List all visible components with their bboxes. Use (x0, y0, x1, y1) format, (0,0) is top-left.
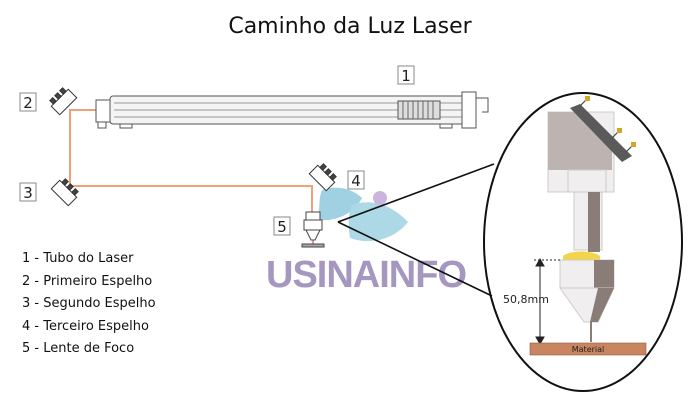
tube-coil-windings (402, 101, 434, 119)
legend-item: 5 - Lente de Foco (22, 341, 135, 357)
tube-mount-left (97, 121, 107, 129)
tube-end-left (95, 99, 111, 123)
label-3: 3 (23, 184, 33, 202)
laser-tube (95, 91, 489, 129)
watermark-text: USINAINFO (266, 254, 466, 296)
label-5-box (273, 216, 291, 236)
tube-terminal (476, 97, 489, 113)
nozzle-shade (594, 260, 614, 288)
callout-line-top (337, 163, 495, 223)
legend-item: 1 - Tubo do Laser (22, 251, 134, 266)
focus-lens-element (563, 251, 600, 262)
label-1: 1 (401, 67, 411, 85)
beam-channel (588, 192, 600, 252)
tube-end-right (461, 91, 477, 129)
lens-bed (301, 243, 325, 248)
material-plate (529, 342, 647, 356)
label-1-box (397, 65, 415, 85)
watermark-blob-blue (318, 187, 362, 221)
material-label: Material (572, 345, 605, 354)
label-2: 2 (23, 94, 33, 112)
head-mirror (570, 104, 632, 162)
legend: 1 - Tubo do Laser 2 - Primeiro Espelho 3… (22, 248, 156, 361)
focal-dimension (534, 257, 560, 346)
dim-arrow-top (535, 257, 545, 267)
label-5: 5 (277, 218, 287, 236)
tube-foot-left (119, 123, 133, 129)
lens-body (303, 219, 323, 231)
watermark-blob-lightblue (348, 202, 408, 242)
lens-top (305, 211, 321, 221)
mirror-2 (49, 87, 78, 116)
dim-arrow-bottom (535, 336, 545, 346)
label-3-box (19, 182, 37, 202)
tube-foot-right (439, 123, 453, 129)
page-title: Caminho da Luz Laser (228, 14, 472, 39)
focus-lens (301, 211, 325, 248)
mirror-3 (50, 178, 79, 207)
nozzle-cone-shade (590, 288, 614, 322)
legend-item: 2 - Primeiro Espelho (22, 273, 153, 289)
watermark-logo (318, 187, 408, 242)
dimension-label: 50,8mm (503, 293, 549, 306)
label-4: 4 (351, 172, 361, 190)
head-housing (548, 112, 612, 170)
laser-head-detail (547, 96, 636, 342)
label-2-box (19, 92, 37, 112)
callout-line-bottom (337, 221, 493, 297)
head-neck (567, 169, 607, 193)
zoom-callout (337, 92, 683, 392)
number-labels (19, 65, 415, 236)
legend-item: 3 - Segundo Espelho (22, 296, 156, 312)
label-4-box (347, 170, 365, 190)
watermark-dot (373, 191, 387, 205)
mirror-4 (308, 163, 337, 192)
lens-nozzle (305, 229, 321, 241)
detail-ellipse (483, 92, 683, 392)
tube-coil (397, 100, 441, 120)
legend-item: 4 - Terceiro Espelho (22, 318, 149, 334)
head-screw-caps (585, 96, 636, 147)
